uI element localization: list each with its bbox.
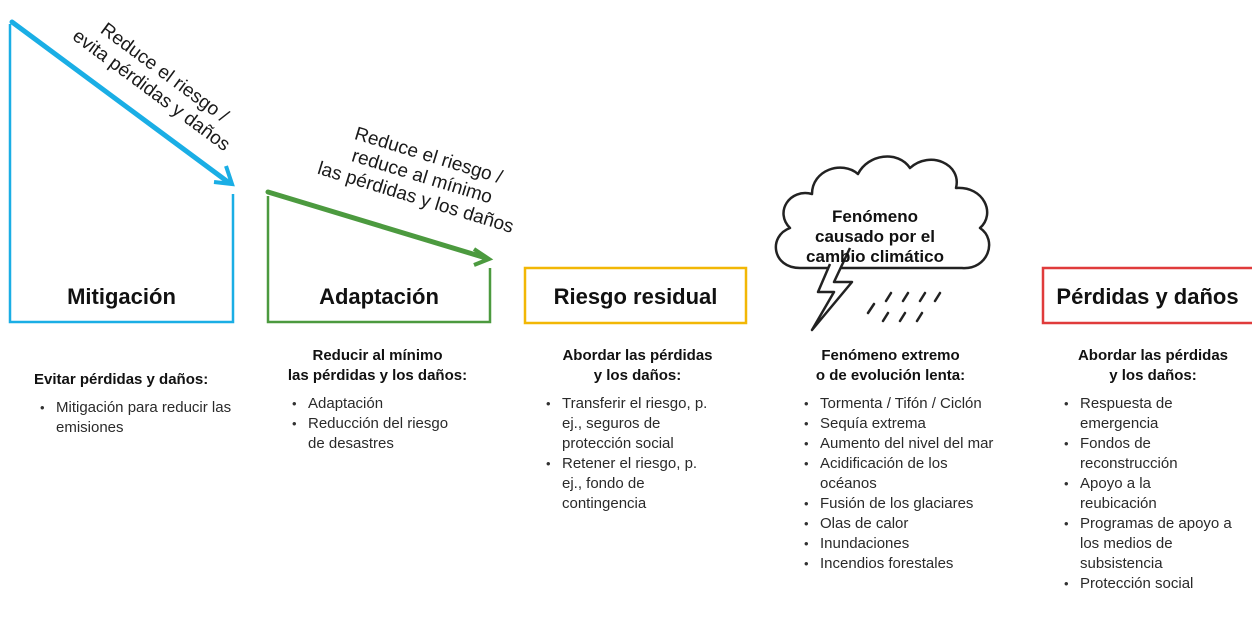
mitigation-heading: Evitar pérdidas y daños:: [34, 370, 234, 390]
adaptation-box: [266, 196, 492, 324]
mitigation-column: Evitar pérdidas y daños: Mitigación para…: [34, 370, 234, 438]
residual-risk-heading: Abordar las pérdidas y los daños:: [540, 346, 735, 386]
loss-damage-list: Respuesta de emergencia Fondos de recons…: [1058, 394, 1243, 594]
cloud-label-line-2: causado por el: [815, 227, 935, 246]
mitigation-arrow: [9, 19, 231, 185]
list-item: Adaptación: [286, 394, 485, 414]
mitigation-box: [8, 24, 235, 324]
loss-damage-heading-line-2: y los daños:: [1109, 367, 1197, 384]
list-item: Olas de calor: [798, 514, 1038, 534]
loss-damage-title: Pérdidas y daños: [1056, 284, 1239, 309]
adaptation-heading: Reducir al mínimo las pérdidas y los dañ…: [270, 346, 485, 386]
event-heading: Fenómeno extremo o de evolución lenta:: [798, 346, 983, 386]
list-item: Transferir el riesgo, p. ej., seguros de…: [540, 394, 720, 454]
event-heading-line-2: o de evolución lenta:: [815, 367, 966, 384]
adaptation-heading-line-2: las pérdidas y los daños:: [287, 367, 468, 384]
list-item: Fusión de los glaciares: [798, 494, 1038, 514]
residual-risk-title: Riesgo residual: [553, 284, 718, 309]
residual-risk-heading-line-2: y los daños:: [593, 367, 682, 384]
adaptation-list: Adaptación Reducción del riesgo de desas…: [270, 394, 485, 454]
adaptation-arrowhead: [472, 247, 494, 267]
list-item: Inundaciones: [798, 534, 1038, 554]
loss-damage-heading-line-1: Abordar las pérdidas: [1077, 347, 1229, 364]
list-item: Protección social: [1058, 574, 1243, 594]
list-item: Programas de apoyo a los medios de subsi…: [1058, 514, 1250, 574]
mitigation-heading-line-1: Evitar pérdidas y daños:: [34, 371, 209, 388]
mitigation-title: Mitigación: [67, 284, 176, 309]
list-item: Tormenta / Tifón / Ciclón: [798, 394, 1038, 414]
cloud-icon: [774, 155, 991, 270]
adaptation-arrow: [265, 189, 489, 261]
list-item: Mitigación para reducir las emisiones: [34, 398, 234, 438]
cloud-label-line-3: cambio climático: [806, 247, 944, 266]
loss-damage-box: [1041, 266, 1252, 325]
list-item: Reducción del riesgo de desastres: [286, 414, 468, 454]
adaptation-heading-line-1: Reducir al mínimo: [312, 347, 443, 364]
list-item: Sequía extrema: [798, 414, 1038, 434]
list-item: Fondos de reconstrucción: [1058, 434, 1220, 474]
cloud-label-line-1: Fenómeno: [832, 207, 918, 226]
list-item: Aumento del nivel del mar: [798, 434, 1038, 454]
list-item: Respuesta de emergencia: [1058, 394, 1200, 434]
event-list: Tormenta / Tifón / Ciclón Sequía extrema…: [798, 394, 1038, 574]
adaptation-title: Adaptación: [319, 284, 439, 309]
rain-icon: [866, 291, 942, 323]
list-item: Apoyo a la reubicación: [1058, 474, 1200, 514]
mitigation-list: Mitigación para reducir las emisiones: [34, 398, 234, 438]
mitigation-arrowhead: [213, 165, 235, 187]
loss-damage-heading: Abordar las pérdidas y los daños:: [1058, 346, 1248, 386]
residual-risk-heading-line-1: Abordar las pérdidas: [562, 347, 713, 364]
residual-risk-box: [523, 266, 748, 325]
list-item: Acidificación de los océanos: [798, 454, 985, 494]
loss-damage-column: Abordar las pérdidas y los daños: Respue…: [1058, 346, 1248, 594]
residual-risk-list: Transferir el riesgo, p. ej., seguros de…: [540, 394, 720, 514]
residual-risk-column: Abordar las pérdidas y los daños: Transf…: [540, 346, 735, 514]
event-heading-line-1: Fenómeno extremo: [821, 347, 960, 364]
cloud-label: Fenómeno causado por el cambio climático: [800, 207, 950, 267]
lightning-icon: [810, 247, 854, 332]
list-item: Retener el riesgo, p. ej., fondo de cont…: [540, 454, 720, 514]
list-item: Incendios forestales: [798, 554, 1038, 574]
adaptation-column: Reducir al mínimo las pérdidas y los dañ…: [270, 346, 485, 454]
event-column: Fenómeno extremo o de evolución lenta: T…: [798, 346, 1038, 574]
